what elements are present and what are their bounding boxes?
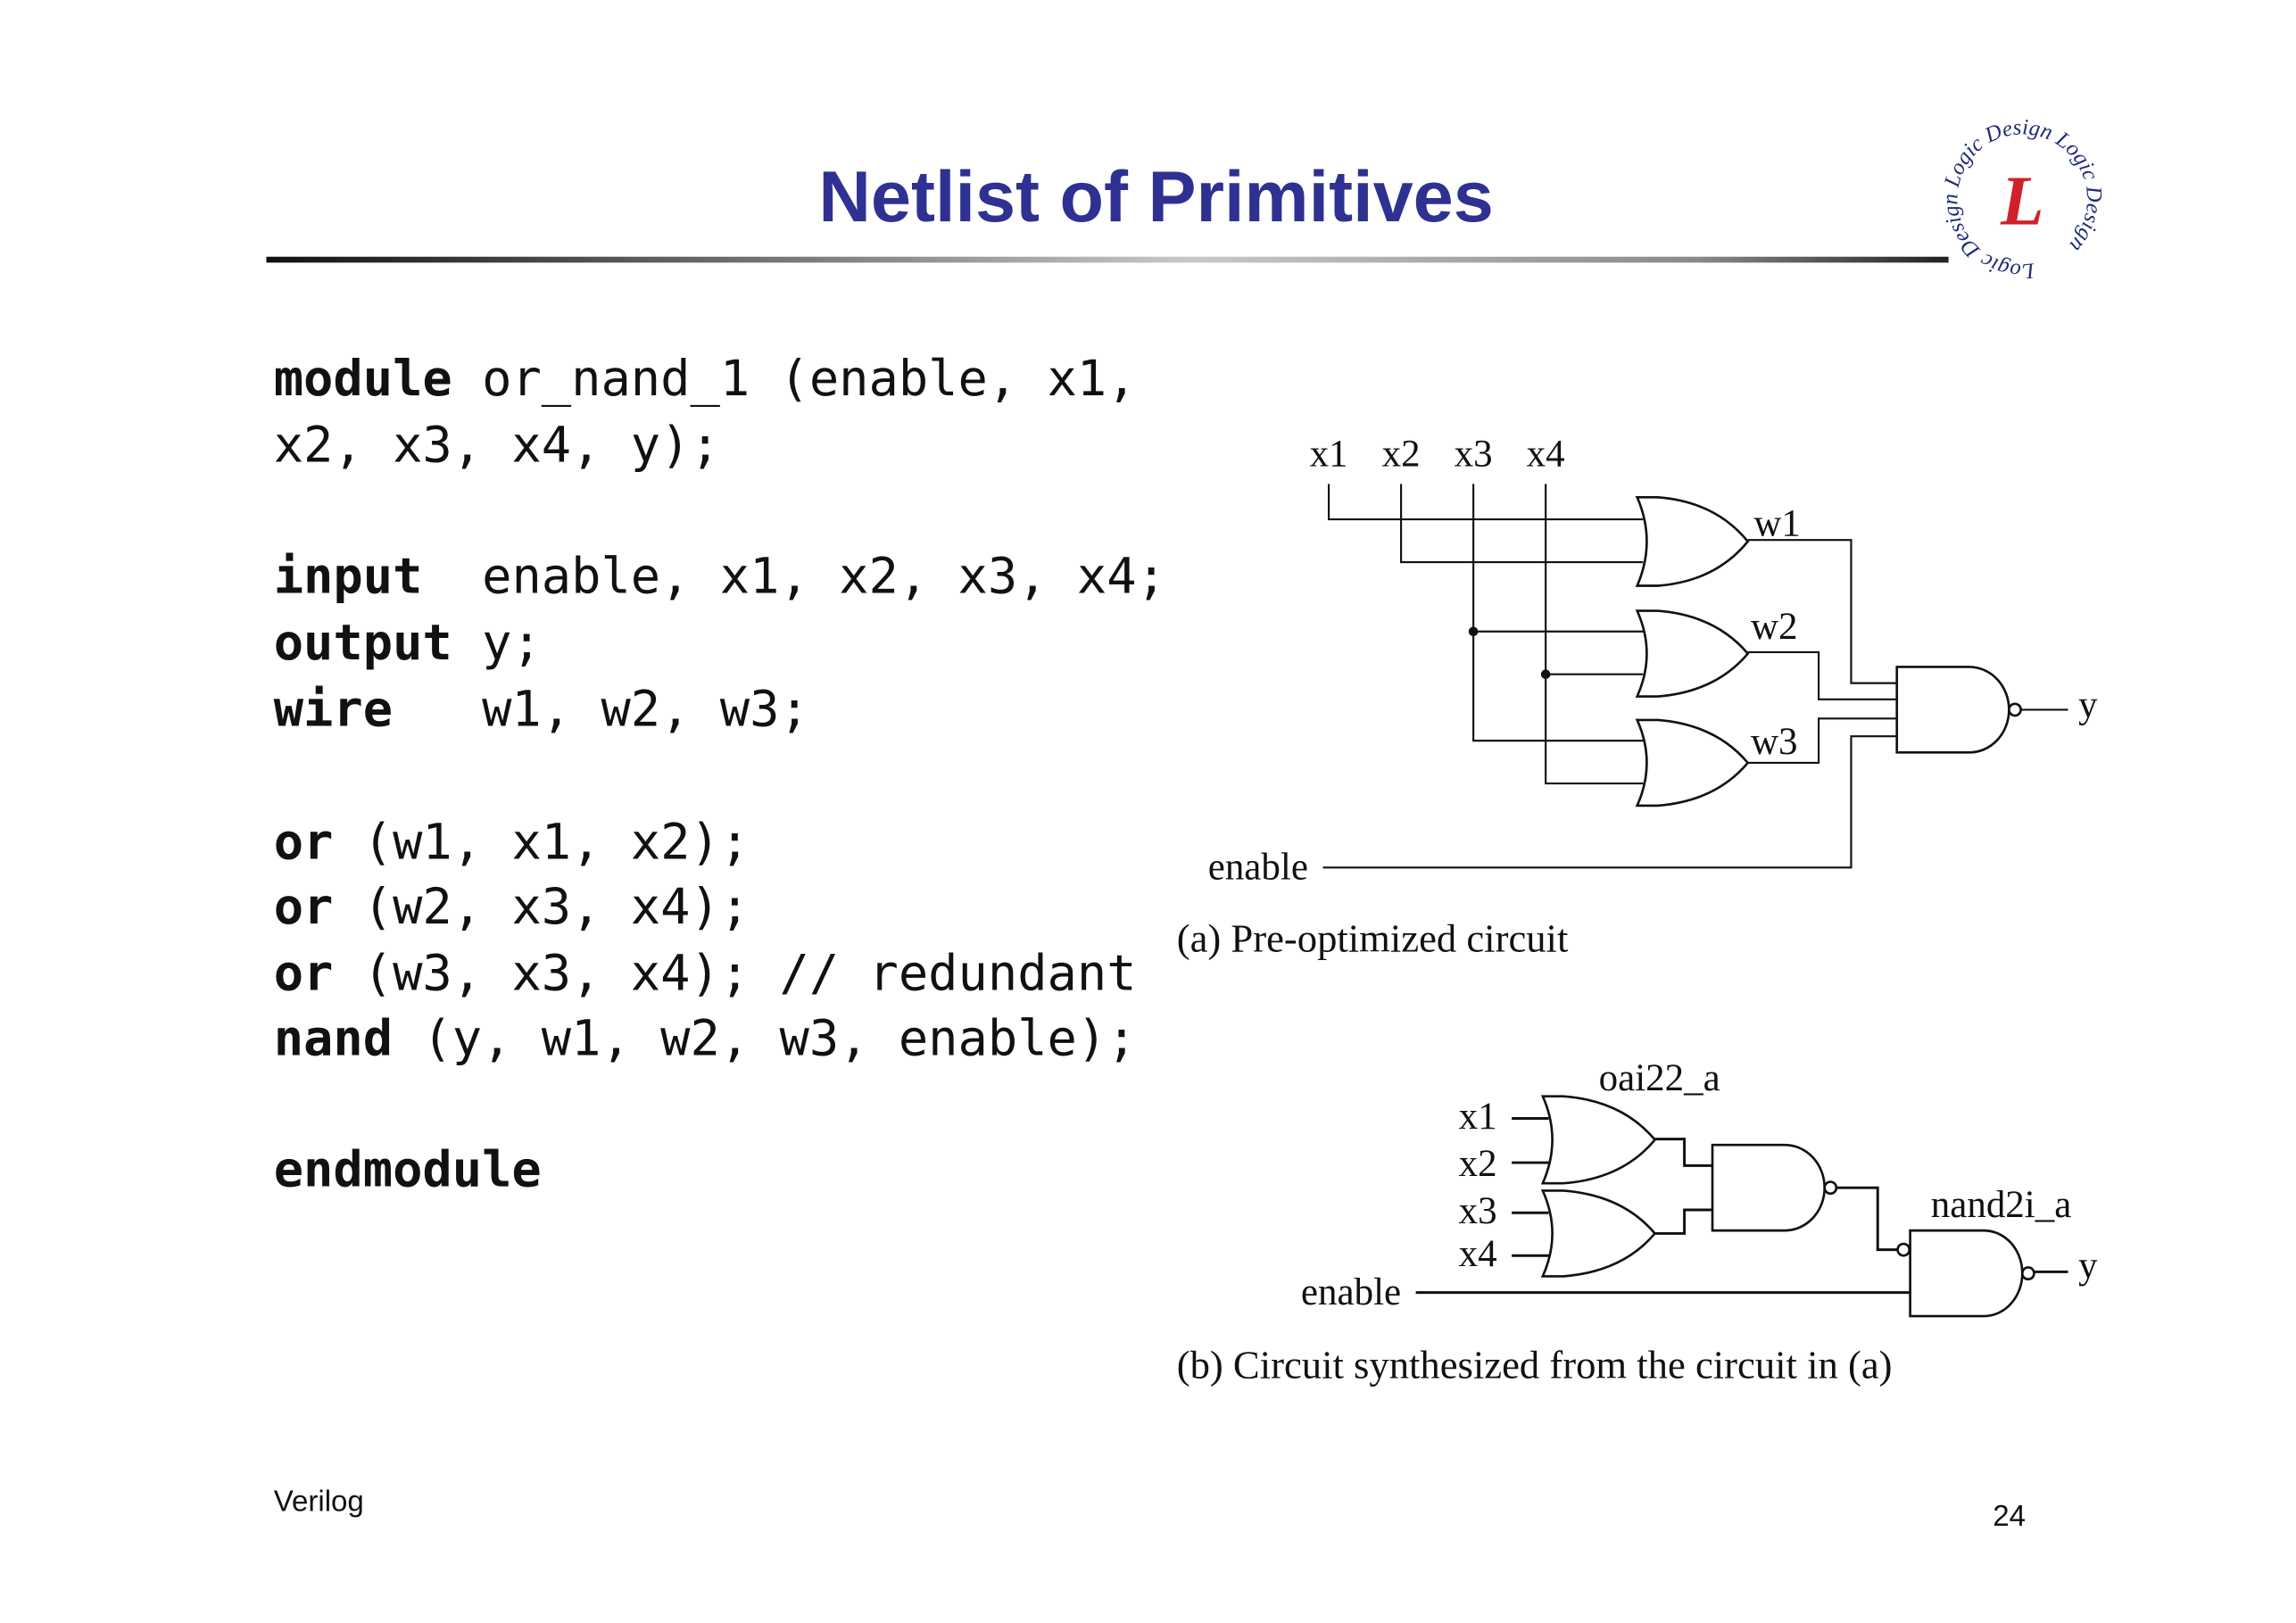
- or-gate-w1: [1635, 495, 1750, 587]
- caption-b: (b) Circuit synthesized from the circuit…: [1177, 1342, 1893, 1387]
- wire-w2: [1747, 650, 1897, 700]
- code-line: or (w2, x3, x4);: [274, 879, 750, 936]
- oai-nand-gate: [1711, 1143, 1826, 1232]
- inversion-bubble: [1823, 1180, 1838, 1196]
- circuit-a-diagram: x1 x2 x3 x4 w1 w2 w3 enable y (a) Pre-op…: [1177, 434, 2098, 961]
- code-line: or (w1, x1, x2);: [274, 814, 750, 871]
- input-label-x4: x4: [1459, 1233, 1497, 1275]
- wire-inputs: [1512, 1116, 1549, 1257]
- junction-dot: [1540, 669, 1551, 680]
- footer-label: Verilog: [274, 1485, 364, 1518]
- wire-x2: [1400, 484, 1644, 564]
- input-label-x2: x2: [1459, 1143, 1497, 1185]
- wire-nand-to-nand2i: [1836, 1186, 1897, 1252]
- page-title: Netlist of Primitives: [818, 157, 1493, 237]
- input-label-x1: x1: [1459, 1096, 1497, 1138]
- code-line: or (w3, x3, x4); // redundant: [274, 946, 1137, 1003]
- page-number: 24: [1993, 1500, 2026, 1533]
- verilog-code: module or_nand_1 (enable, x1, x2, x3, x4…: [274, 351, 1166, 1198]
- nand-gate-y: [1895, 666, 2010, 754]
- or-gate-x3-x4: [1540, 1189, 1657, 1278]
- code-line: input enable, x1, x2, x3, x4;: [274, 549, 1166, 606]
- cell-label-nand2i: nand2i_a: [1931, 1184, 2072, 1226]
- code-line: x2, x3, x4, y);: [274, 418, 720, 475]
- code-line: output y;: [274, 615, 542, 672]
- wire-x3: [1472, 484, 1644, 742]
- wire-label-w3: w3: [1751, 721, 1798, 763]
- or-gate-x1-x2: [1540, 1095, 1657, 1185]
- wire-x1: [1327, 484, 1644, 521]
- input-label-x1: x1: [1310, 434, 1348, 476]
- caption-a: (a) Pre-optimized circuit: [1177, 916, 1569, 961]
- wire-label-w2: w2: [1751, 606, 1798, 648]
- input-label-x4: x4: [1527, 434, 1565, 476]
- wire-enable: [1322, 735, 1897, 869]
- wire-x4: [1545, 484, 1644, 785]
- input-label-x2: x2: [1382, 434, 1421, 476]
- input-label-x3: x3: [1459, 1190, 1497, 1232]
- output-label-y: y: [2078, 1245, 2098, 1287]
- code-line: nand (y, w1, w2, w3, enable);: [274, 1010, 1137, 1067]
- or-gate-w3: [1635, 718, 1750, 807]
- logic-design-logo: Logic Design Logic Design Logic Design L: [1926, 102, 2120, 296]
- title-rule: [266, 256, 1949, 263]
- junction-dot: [1468, 626, 1479, 637]
- wire-label-w1: w1: [1753, 502, 1801, 544]
- wire-w3: [1747, 717, 1897, 765]
- inversion-bubble: [2020, 1266, 2035, 1281]
- enable-label: enable: [1301, 1271, 1401, 1313]
- input-label-x3: x3: [1455, 434, 1493, 476]
- cell-label-oai22: oai22_a: [1599, 1057, 1720, 1099]
- or-gate-w2: [1635, 609, 1750, 698]
- wire-or-to-nand: [1654, 1138, 1713, 1235]
- code-line: endmodule: [274, 1142, 542, 1199]
- code-line: wire w1, w2, w3;: [274, 682, 809, 739]
- input-inversion-bubble: [1896, 1242, 1911, 1257]
- enable-label: enable: [1208, 847, 1308, 889]
- nand2i-gate: [1909, 1229, 2024, 1318]
- circuit-b-diagram: oai22_a nand2i_a x1 x2 x3 x4 enable y (b…: [1177, 1057, 2098, 1387]
- inversion-bubble: [2008, 702, 2022, 717]
- wire-w1: [1747, 539, 1897, 684]
- output-label-y: y: [2078, 684, 2098, 726]
- logo-letter: L: [2000, 161, 2043, 240]
- code-line: module or_nand_1 (enable, x1,: [274, 351, 1137, 408]
